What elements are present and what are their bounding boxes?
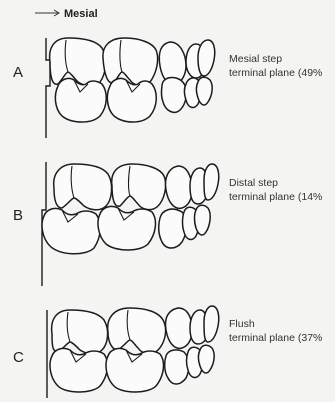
panel-b-upper-first-molar — [112, 164, 166, 210]
panel-c-upper-first-molar — [108, 308, 166, 354]
panel-a-lower-second-molar — [55, 78, 106, 122]
panel-b: B Distal step terminal plane (14% — [13, 162, 322, 286]
panel-a-upper-second-molar — [50, 38, 106, 86]
panel-b-letter: B — [13, 207, 23, 224]
panel-b-lower-first-molar — [98, 206, 155, 250]
panel-c-upper-second-molar — [52, 310, 108, 354]
panel-c-upper-canine — [166, 308, 193, 348]
mesial-label: Mesial — [64, 8, 98, 20]
panel-b-upper-central-incisor — [204, 164, 219, 200]
panel-c: C Flush terminal plane (37% — [13, 306, 322, 398]
panel-c-lower-first-molar — [106, 348, 163, 392]
panel-c-lower-canine — [165, 350, 189, 384]
panel-a-lower-central-incisor — [197, 77, 213, 105]
panel-a: A Mesial step terminal plane (49% — [13, 38, 322, 138]
panel-b-caption-line1: Distal step — [229, 177, 278, 189]
panel-a-upper-first-molar — [103, 38, 158, 86]
panel-c-caption-line1: Flush — [229, 318, 255, 330]
panel-b-lower-second-molar — [42, 208, 100, 253]
panel-b-caption-line2: terminal plane (14% — [229, 191, 322, 203]
panel-c-lower-second-molar — [50, 348, 107, 392]
panel-b-upper-canine — [166, 166, 193, 208]
panel-a-upper-central-incisor — [198, 40, 215, 76]
panel-c-letter: C — [13, 349, 24, 366]
panel-c-caption-line2: terminal plane (37% — [229, 332, 322, 344]
panel-a-caption-line2: terminal plane (49% — [229, 67, 322, 79]
panel-c-upper-central-incisor — [204, 306, 219, 342]
panel-a-lower-first-molar — [107, 78, 156, 122]
panel-b-lower-central-incisor — [195, 205, 211, 235]
arrow-right-icon — [35, 10, 59, 16]
panel-a-lower-canine — [161, 77, 186, 112]
panel-b-upper-second-molar — [54, 164, 112, 210]
panel-a-caption-line1: Mesial step — [229, 53, 282, 65]
mesial-legend: Mesial — [35, 8, 98, 20]
panel-c-lower-central-incisor — [199, 345, 215, 373]
panel-a-letter: A — [13, 64, 23, 81]
